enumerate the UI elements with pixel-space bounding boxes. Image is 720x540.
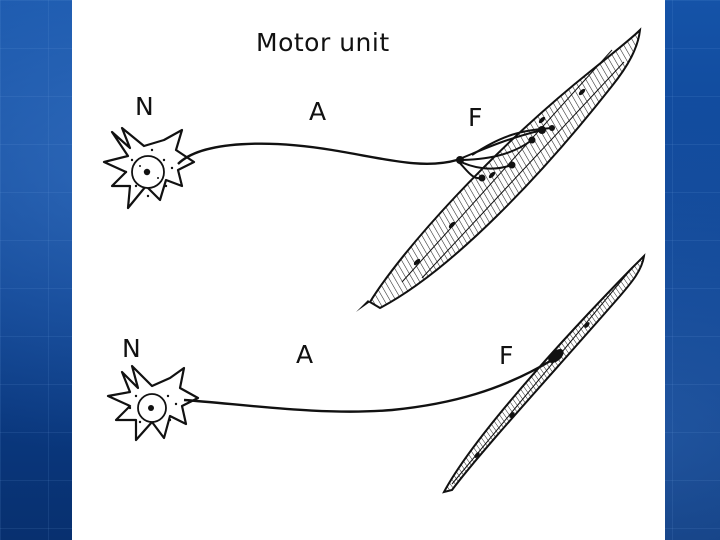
- upper-axon: [178, 144, 457, 164]
- lower-axon: [184, 360, 552, 412]
- lower-muscle-fiber: [444, 256, 644, 492]
- diagram-title: Motor unit: [256, 30, 390, 55]
- motor-unit-drawing: [72, 0, 665, 540]
- upper-axon-label: A: [309, 99, 326, 124]
- lower-fiber-label: F: [499, 343, 513, 368]
- upper-neuron: [104, 128, 194, 208]
- lower-axon-label: A: [296, 342, 313, 367]
- upper-muscle-fiber: [356, 30, 640, 312]
- upper-neuron-label: N: [135, 94, 154, 119]
- diagram-panel: Motor unit N A F N A F: [72, 0, 665, 540]
- lower-neuron-label: N: [122, 336, 141, 361]
- upper-fiber-label: F: [468, 105, 482, 130]
- lower-neuron: [108, 366, 198, 440]
